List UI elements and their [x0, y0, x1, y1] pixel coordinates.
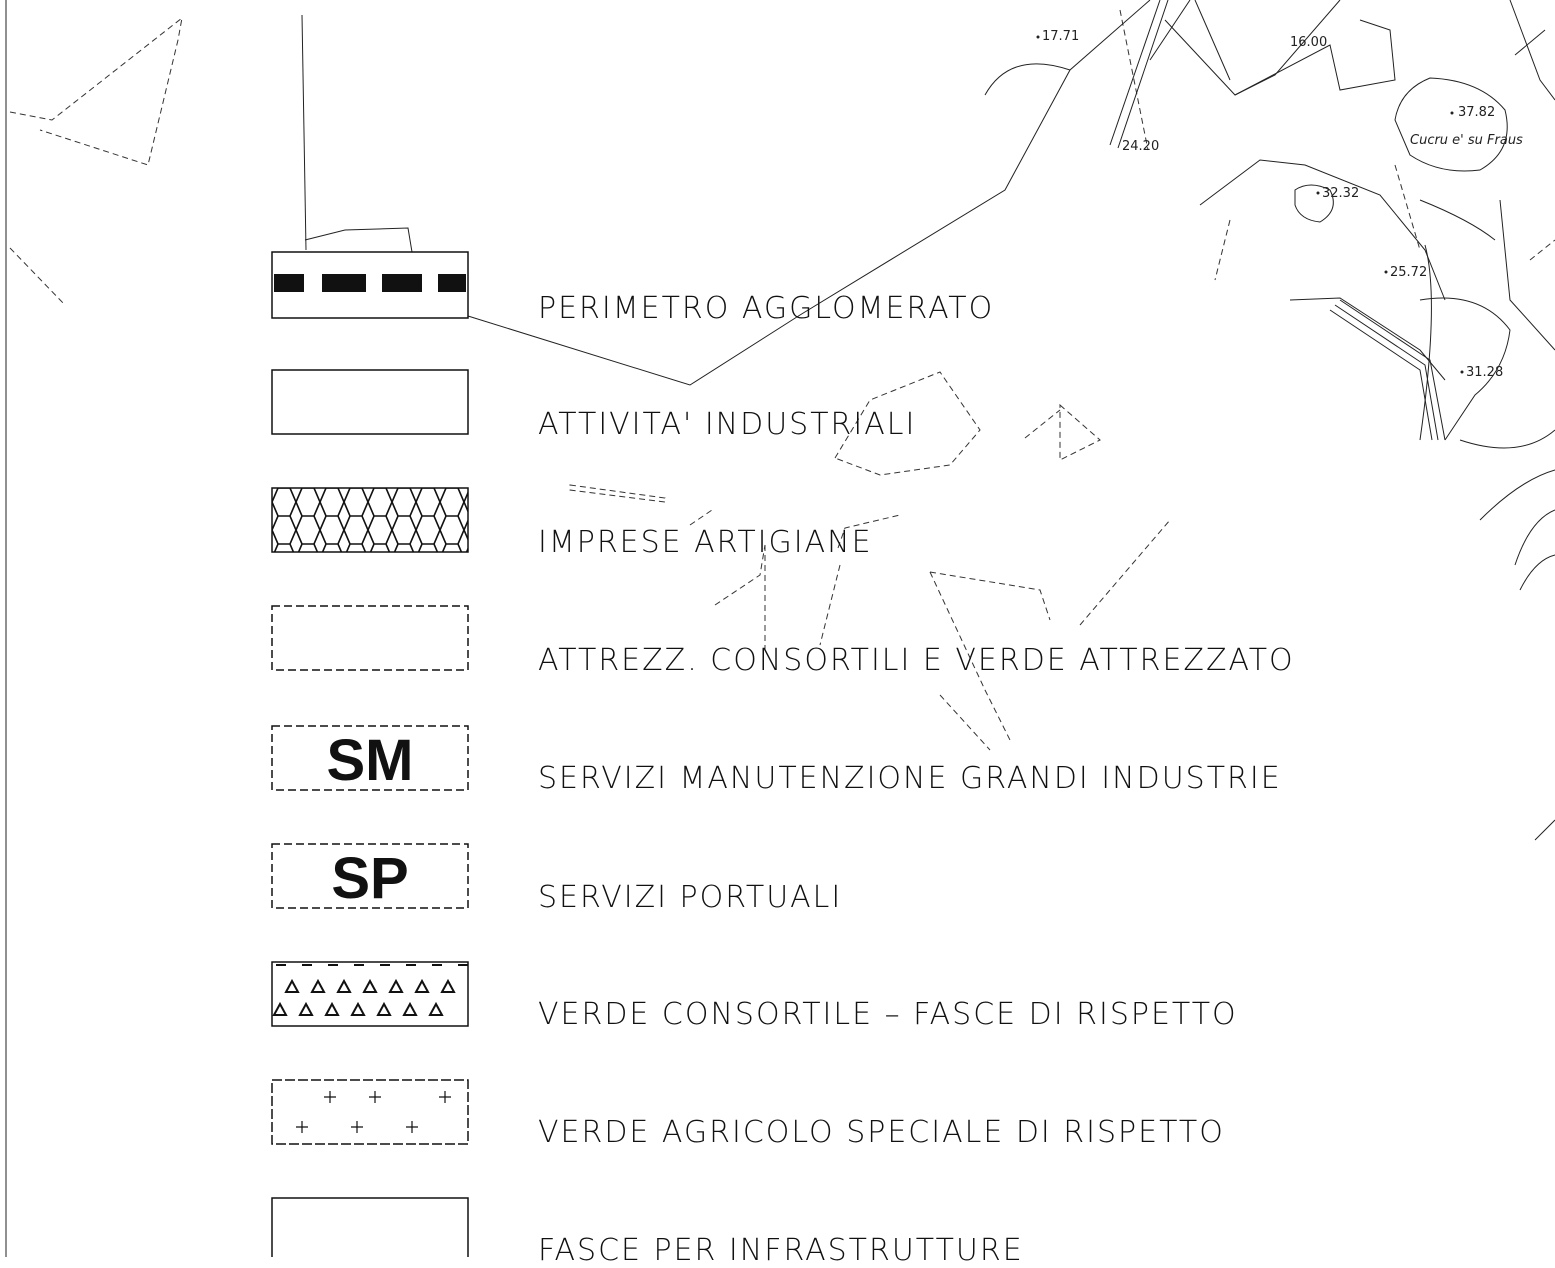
legend-swatch-manutenzione: SM — [271, 725, 469, 793]
triangle-mark — [350, 1001, 366, 1016]
legend-label-verde-agricolo: VERDE AGRICOLO SPECIALE DI RISPETTO — [538, 1115, 1225, 1150]
triangle-mark — [402, 1001, 418, 1016]
triangle-mark — [336, 978, 352, 993]
legend-swatch-perimetro — [271, 251, 469, 319]
legend-label-portuali: SERVIZI PORTUALI — [538, 880, 843, 915]
spot-height-label: 17.71 — [1042, 29, 1079, 44]
legend-label-manutenzione: SERVIZI MANUTENZIONE GRANDI INDUSTRIE — [538, 761, 1282, 796]
symbol-sp: SP — [331, 846, 408, 911]
legend-swatch-verde-agricolo — [271, 1079, 469, 1145]
legend-label-verde-consortile: VERDE CONSORTILE – FASCE DI RISPETTO — [538, 997, 1238, 1032]
plus-mark — [296, 1121, 308, 1133]
plus-mark — [406, 1121, 418, 1133]
spot-height-label: 37.82 — [1458, 105, 1495, 120]
triangle-mark — [284, 978, 300, 993]
legend-swatches: SM SP — [271, 251, 469, 1257]
plus-mark — [439, 1091, 451, 1103]
legend-swatch-infrastrutture — [271, 1197, 469, 1257]
spot-height-label: 16.00 — [1290, 35, 1327, 50]
legend-label-infrastrutture: FASCE PER INFRASTRUTTURE — [538, 1233, 1024, 1268]
legend-swatch-industriali — [271, 369, 469, 435]
plus-mark — [324, 1091, 336, 1103]
spot-height-label: 31.28 — [1466, 365, 1503, 380]
legend-label-perimetro: PERIMETRO AGGLOMERATO — [538, 291, 995, 326]
triangle-mark — [428, 1001, 444, 1016]
triangle-mark — [440, 978, 456, 993]
place-name: Cucru e' su Fraus — [1410, 133, 1523, 148]
spot-height-label: 32.32 — [1322, 186, 1359, 201]
triangle-mark — [362, 978, 378, 993]
spot-height-label: 24.20 — [1122, 139, 1159, 154]
legend-swatch-portuali: SP — [271, 843, 469, 911]
dashed-boundaries — [9, 9, 1555, 751]
legend-label-artigiane: IMPRESE ARTIGIANE — [538, 525, 873, 560]
triangle-mark — [272, 1001, 288, 1016]
map-linework — [301, 0, 1555, 841]
legend-label-consortili: ATTREZZ. CONSORTILI E VERDE ATTREZZATO — [538, 643, 1295, 678]
legend-label-industriali: ATTIVITA' INDUSTRIALI — [538, 407, 917, 442]
triangle-mark — [324, 1001, 340, 1016]
spot-height-label: 25.72 — [1390, 265, 1427, 280]
symbol-sm: SM — [327, 728, 414, 793]
plus-mark — [351, 1121, 363, 1133]
triangle-mark — [388, 978, 404, 993]
triangle-mark — [376, 1001, 392, 1016]
plus-mark — [369, 1091, 381, 1103]
triangle-mark — [298, 1001, 314, 1016]
legend-swatch-artigiane — [271, 487, 469, 553]
triangle-mark — [310, 978, 326, 993]
legend-swatch-verde-consortile — [271, 961, 469, 1027]
legend-swatch-consortili — [271, 605, 469, 671]
spot-heights: 17.71 16.00 24.20 37.82 Cucru e' su Frau… — [1036, 29, 1523, 380]
triangle-mark — [414, 978, 430, 993]
